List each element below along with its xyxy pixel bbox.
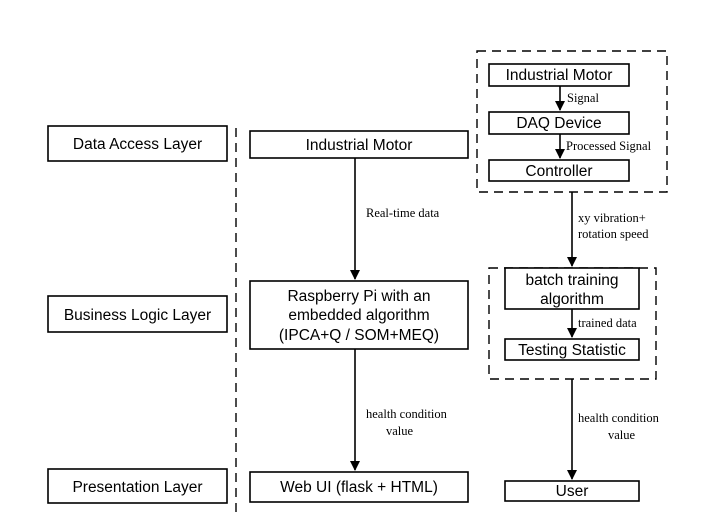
processed-signal-label: Processed Signal — [566, 139, 652, 153]
side-health-label-line-2: value — [608, 428, 636, 442]
web-ui-node: Web UI (flask + HTML) — [249, 471, 469, 503]
main-health-label-line-2: value — [386, 424, 414, 438]
controller-label: Controller — [525, 163, 592, 180]
batch-training-line-1: batch training — [525, 272, 618, 289]
main-motor-node: Industrial Motor — [249, 130, 469, 159]
testing-statistic-node: Testing Statistic — [504, 338, 640, 361]
raspberry-pi-node: Raspberry Pi with an embedded algorithm … — [249, 280, 469, 350]
user-label: User — [556, 483, 589, 500]
layer-presentation-label: Presentation Layer — [72, 479, 202, 496]
main-health-label-line-1: health condition — [366, 407, 448, 421]
main-motor-label: Industrial Motor — [306, 137, 413, 154]
vibration-label-line-1: xy vibration+ — [578, 211, 646, 225]
signal-label: Signal — [567, 91, 599, 105]
raspberry-pi-line-1: Raspberry Pi with an — [287, 288, 430, 305]
layer-business-logic: Business Logic Layer — [47, 295, 228, 333]
batch-training-line-2: algorithm — [540, 291, 604, 308]
layer-business-logic-label: Business Logic Layer — [64, 307, 211, 324]
web-ui-label: Web UI (flask + HTML) — [280, 479, 438, 496]
side-motor-label: Industrial Motor — [506, 67, 613, 84]
controller-node: Controller — [488, 159, 630, 182]
main-realtime-label: Real-time data — [366, 206, 440, 220]
raspberry-pi-line-2: embedded algorithm — [288, 307, 429, 324]
trained-data-label: trained data — [578, 316, 637, 330]
raspberry-pi-line-3: (IPCA+Q / SOM+MEQ) — [279, 327, 439, 344]
vibration-label-line-2: rotation speed — [578, 227, 649, 241]
testing-statistic-label: Testing Statistic — [518, 342, 626, 359]
layer-data-access: Data Access Layer — [47, 125, 228, 162]
side-motor-node: Industrial Motor — [488, 63, 630, 87]
layer-data-access-label: Data Access Layer — [73, 136, 202, 153]
side-health-label-line-1: health condition — [578, 411, 660, 425]
daq-device-label: DAQ Device — [516, 115, 601, 132]
layer-presentation: Presentation Layer — [47, 468, 228, 504]
daq-device-node: DAQ Device — [488, 111, 630, 135]
batch-training-node: batch training algorithm — [504, 267, 640, 310]
user-node: User — [504, 480, 640, 502]
